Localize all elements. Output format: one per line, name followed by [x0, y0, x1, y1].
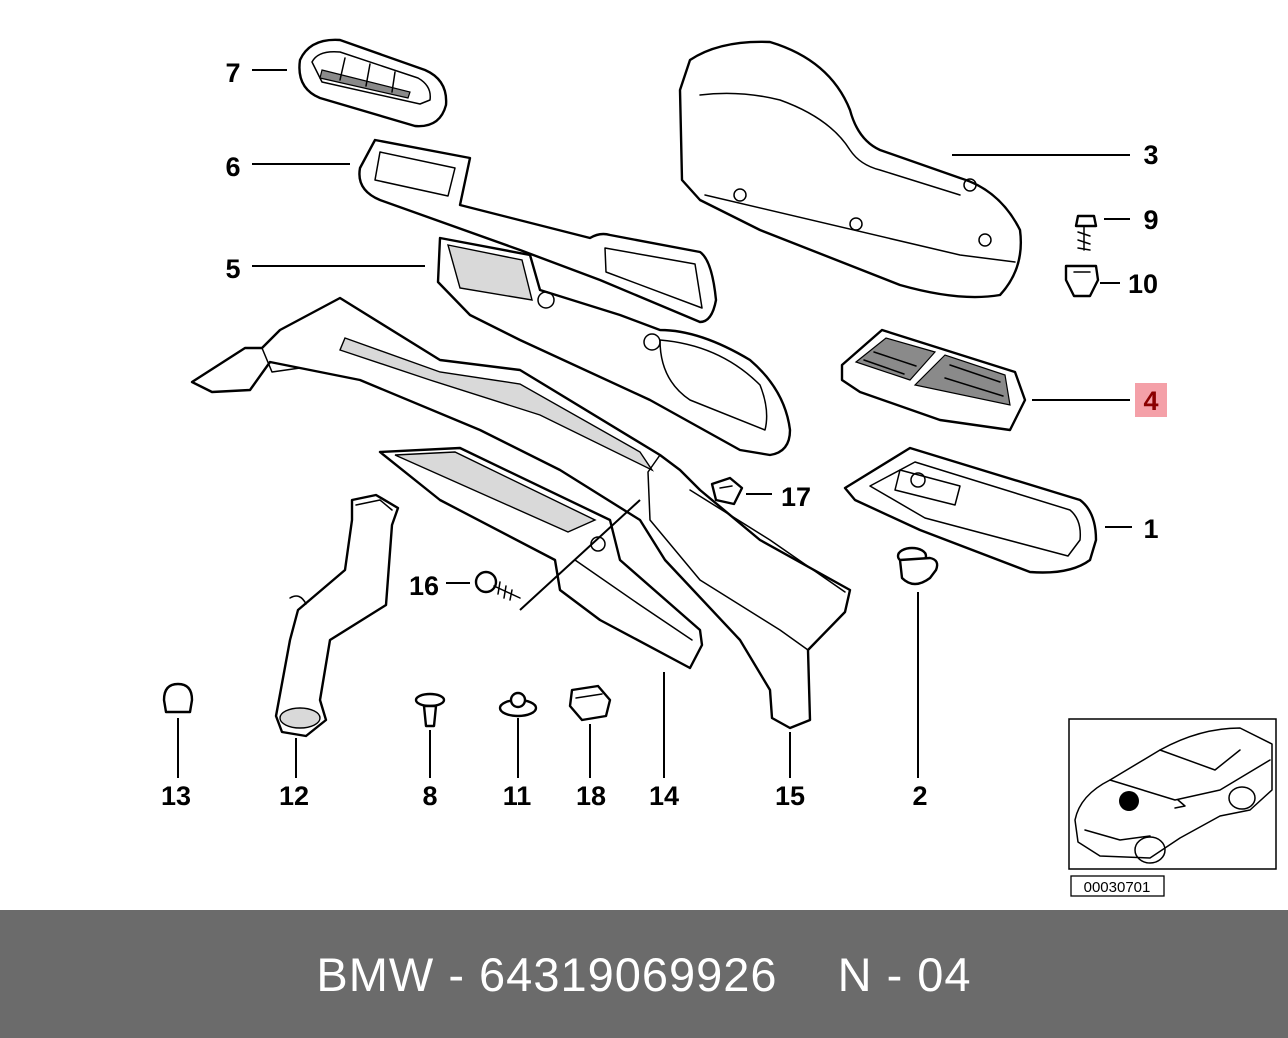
callout-5: 5	[225, 254, 240, 284]
position-label: N - 04	[837, 947, 972, 1001]
part-4-filter-element	[840, 328, 1027, 432]
part-6-seal	[358, 138, 718, 324]
part-16-screw	[474, 570, 521, 601]
part-14-lower-duct	[378, 446, 704, 670]
callout-10: 10	[1128, 269, 1158, 299]
callout-16: 16	[409, 571, 439, 601]
part-12-vertical-duct	[274, 493, 400, 738]
part-11-speed-nut	[498, 691, 538, 718]
part-number-label: BMW - 64319069926	[316, 947, 778, 1001]
callout-6: 6	[225, 152, 240, 182]
callout-7: 7	[225, 58, 240, 88]
location-marker-icon	[1119, 791, 1139, 811]
part-3-housing-cover	[678, 40, 1022, 299]
callout-17: 17	[781, 482, 811, 512]
part-9-screw	[1074, 214, 1098, 251]
callout-14: 14	[649, 781, 679, 811]
callout-4: 4	[1143, 386, 1158, 416]
leader-lines	[177, 69, 1132, 778]
car-outline-icon	[1074, 727, 1273, 864]
callout-12: 12	[279, 781, 309, 811]
callout-3: 3	[1143, 140, 1158, 170]
footer-bar: BMW - 64319069926 N - 04	[0, 910, 1288, 1038]
part-7-vent-grille	[298, 38, 448, 128]
car-location-inset: 00030701	[1068, 718, 1277, 897]
part-8-rivet	[414, 692, 446, 728]
part-10-clip-nut	[1064, 264, 1100, 298]
callout-9: 9	[1143, 205, 1158, 235]
part-17-clip	[710, 476, 744, 506]
callout-15: 15	[775, 781, 805, 811]
part-18-plug	[568, 684, 612, 722]
callout-8: 8	[422, 781, 437, 811]
callout-18: 18	[576, 781, 606, 811]
part-15-air-duct	[190, 296, 852, 730]
parts-diagram: 7 6 5 3 9 10 4 17 1 16 13 12 8 11 18 14 …	[161, 38, 1277, 897]
part-5-inner-housing	[436, 236, 792, 457]
callout-1: 1	[1143, 514, 1158, 544]
callout-11: 11	[503, 781, 532, 811]
callout-13: 13	[161, 781, 191, 811]
part-13-cap-nut	[162, 682, 194, 714]
callout-labels: 7 6 5 3 9 10 4 17 1 16 13 12 8 11 18 14 …	[161, 58, 1167, 811]
part-1-lower-tray	[843, 446, 1098, 574]
inset-image-code: 00030701	[1084, 879, 1151, 896]
callout-2: 2	[912, 781, 927, 811]
part-2-grommet	[896, 546, 939, 586]
callout-4-highlight	[1135, 383, 1167, 417]
